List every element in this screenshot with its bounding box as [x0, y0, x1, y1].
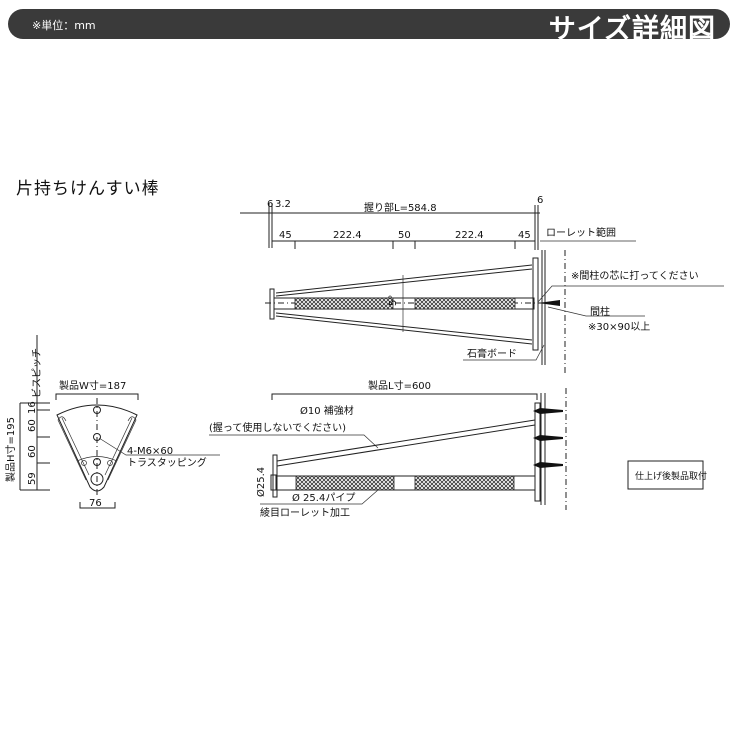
header-bar: ※単位：mm サイズ詳細図 — [8, 9, 730, 45]
brace-label: Ø10 補強材 — [300, 404, 354, 417]
bottom-width-label: 76 — [89, 498, 102, 509]
plan-view: 6 3.2 握り部L=584.8 6 45 222.4 50 222.4 45 … — [240, 195, 724, 375]
dim-seg-5: 45 — [518, 230, 531, 241]
pitch-60-top: 60 — [27, 419, 38, 432]
pipe-diameter-dim: Ø25.4 — [255, 467, 267, 497]
angle-label: 5° — [388, 295, 399, 306]
stud-size-label: ※30×90以上 — [588, 321, 650, 333]
header-title: サイズ詳細図 — [548, 14, 716, 45]
dim-3-2: 3.2 — [275, 199, 291, 210]
install-note: 仕上げ後製品取付 — [635, 470, 707, 482]
product-title: 片持ちけんすい棒 — [16, 179, 160, 199]
pitch-59: 59 — [27, 472, 38, 485]
grip-length-label: 握り部L=584.8 — [364, 201, 437, 214]
dim-seg-4: 222.4 — [455, 230, 484, 241]
unit-label: ※単位：mm — [32, 19, 96, 32]
screw-spec: 4-M6×60 — [127, 446, 173, 457]
dim-seg-2: 222.4 — [333, 230, 362, 241]
front-view: ビスピッチ 製品H寸=195 16 60 60 59 製品W寸=187 4-M6… — [4, 335, 220, 509]
dim-6-right: 6 — [537, 195, 543, 206]
screw-icons — [533, 408, 563, 468]
pipe-label: Ø 25.4パイプ — [292, 492, 355, 504]
length-label: 製品L寸=600 — [368, 379, 431, 392]
dim-seg-3: 50 — [398, 230, 411, 241]
screw-type: トラスタッピング — [127, 456, 207, 469]
dim-6-left: 6 — [267, 199, 273, 210]
height-label: 製品H寸=195 — [4, 417, 17, 482]
knurl-range-label: ローレット範囲 — [546, 226, 616, 239]
width-label: 製品W寸=187 — [59, 379, 126, 392]
stud-label: 間柱 — [590, 305, 610, 318]
gypsum-board-label: 石膏ボード — [467, 347, 517, 360]
knurl-label: 綾目ローレット加工 — [260, 506, 350, 519]
pitch-16: 16 — [27, 401, 38, 414]
pitch-60-bottom: 60 — [27, 445, 38, 458]
dim-seg-1: 45 — [279, 230, 292, 241]
stud-note: ※間柱の芯に打ってください — [571, 269, 699, 282]
side-view: 製品L寸=600 Ø10 補強材 (握って使用しないでください) Ø25.4 Ø… — [209, 379, 707, 519]
brace-note: (握って使用しないでください) — [209, 421, 346, 434]
